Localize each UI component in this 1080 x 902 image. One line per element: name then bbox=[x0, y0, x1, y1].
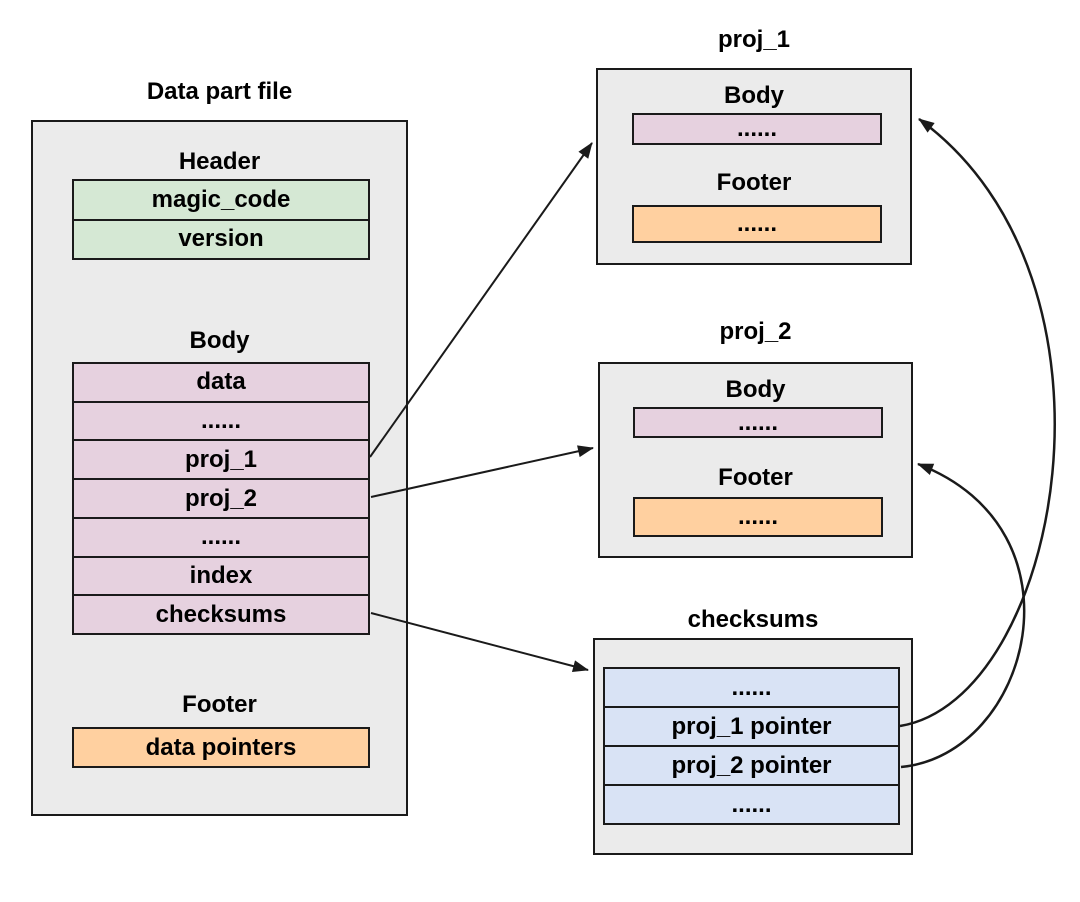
footer-section-label: Footer bbox=[182, 691, 257, 718]
checksums-row-proj-1-pointer: proj_1 pointer bbox=[605, 706, 898, 745]
proj-1-body-label: Body bbox=[724, 82, 784, 109]
proj-2-title: proj_2 bbox=[719, 318, 792, 345]
footer-row-data-pointers: data pointers bbox=[74, 729, 368, 766]
arrow-proj1-pointer-to-proj1-box bbox=[899, 117, 1056, 728]
checksums-row-ellipsis-1: ...... bbox=[605, 669, 898, 706]
header-row-version: version bbox=[74, 218, 368, 258]
proj-2-footer-label: Footer bbox=[718, 464, 793, 491]
proj-2-body-row: ...... bbox=[633, 407, 883, 438]
header-row-magic-code: magic_code bbox=[74, 181, 368, 219]
body-row-ellipsis-1: ...... bbox=[74, 400, 368, 440]
body-row-checksums: checksums bbox=[74, 594, 368, 634]
proj-2-footer-row: ...... bbox=[633, 497, 883, 537]
proj-1-footer-row: ...... bbox=[632, 205, 882, 243]
proj-2-box: Body ...... Footer ...... bbox=[598, 362, 913, 558]
proj-2-body-label: Body bbox=[725, 376, 786, 403]
body-table: data ...... proj_1 proj_2 ...... index c… bbox=[72, 362, 370, 635]
footer-table: data pointers bbox=[72, 727, 370, 768]
proj-1-footer-label: Footer bbox=[716, 169, 792, 196]
header-section-label: Header bbox=[178, 148, 261, 175]
data-part-file-box: Header magic_code version Body data ....… bbox=[31, 120, 408, 816]
body-row-ellipsis-2: ...... bbox=[74, 516, 368, 556]
proj-1-box: Body ...... Footer ...... bbox=[596, 68, 912, 265]
body-row-data: data bbox=[74, 364, 368, 401]
arrow-proj2-pointer-to-proj2-box bbox=[900, 462, 1026, 769]
checksums-title: checksums bbox=[687, 606, 819, 633]
data-part-file-title: Data part file bbox=[146, 78, 293, 105]
body-section-label: Body bbox=[189, 327, 250, 354]
body-row-index: index bbox=[74, 555, 368, 595]
body-row-proj-2: proj_2 bbox=[74, 478, 368, 517]
proj-1-body-row: ...... bbox=[632, 113, 882, 145]
proj-1-title: proj_1 bbox=[717, 26, 791, 53]
header-table: magic_code version bbox=[72, 179, 370, 260]
checksums-box: ...... proj_1 pointer proj_2 pointer ...… bbox=[593, 638, 913, 855]
checksums-row-ellipsis-2: ...... bbox=[605, 784, 898, 823]
body-row-proj-1: proj_1 bbox=[74, 439, 368, 479]
checksums-table: ...... proj_1 pointer proj_2 pointer ...… bbox=[603, 667, 900, 825]
checksums-row-proj-2-pointer: proj_2 pointer bbox=[605, 745, 898, 784]
